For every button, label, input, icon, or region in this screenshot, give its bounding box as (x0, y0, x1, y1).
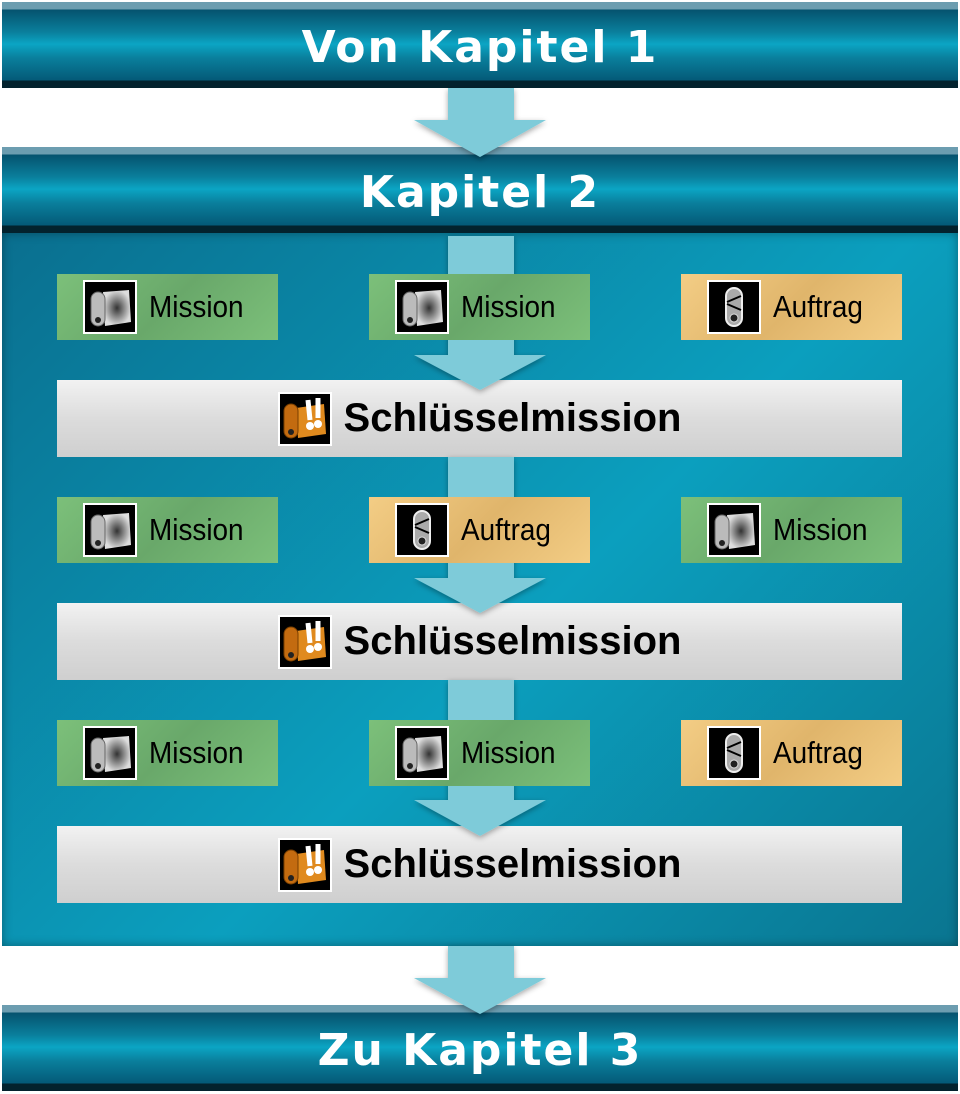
auftrag-box: Auftrag (369, 497, 590, 563)
key-mission-icon (277, 391, 332, 446)
mission-box: Mission (369, 720, 590, 786)
arrow-down (414, 946, 546, 1014)
map-scroll-icon (395, 726, 449, 780)
mission-box: Mission (57, 497, 278, 563)
mission-label: Mission (149, 512, 244, 547)
map-scroll-icon (83, 503, 137, 557)
auftrag-box: Auftrag (681, 274, 902, 340)
safety-pin-icon (707, 726, 761, 780)
mission-label: Mission (149, 735, 244, 770)
arrow-down (414, 88, 546, 157)
auftrag-label: Auftrag (773, 289, 863, 324)
key-mission-label: Schlüsselmission (343, 842, 682, 886)
key-mission-icon (277, 837, 332, 892)
mission-box: Mission (57, 274, 278, 340)
key-mission-icon (277, 614, 332, 669)
key-mission-bar: Schlüsselmission (57, 826, 902, 903)
mission-box: Mission (57, 720, 278, 786)
auftrag-box: Auftrag (681, 720, 902, 786)
key-mission-bar: Schlüsselmission (57, 380, 902, 457)
map-scroll-icon (395, 280, 449, 334)
mission-label: Mission (461, 735, 556, 770)
mission-box: Mission (369, 274, 590, 340)
map-scroll-icon (707, 503, 761, 557)
auftrag-label: Auftrag (773, 735, 863, 770)
mission-label: Mission (461, 289, 556, 324)
key-mission-label: Schlüsselmission (343, 396, 682, 440)
mission-label: Mission (149, 289, 244, 324)
header-title: Zu Kapitel 3 (317, 1024, 643, 1076)
header-title: Von Kapitel 1 (301, 21, 659, 73)
header-chapter-2: Kapitel 2 (2, 147, 958, 233)
auftrag-label: Auftrag (461, 512, 551, 547)
map-scroll-icon (83, 726, 137, 780)
header-from-chapter-1: Von Kapitel 1 (2, 2, 958, 88)
mission-label: Mission (773, 512, 868, 547)
safety-pin-icon (707, 280, 761, 334)
safety-pin-icon (395, 503, 449, 557)
mission-box: Mission (681, 497, 902, 563)
key-mission-label: Schlüsselmission (343, 619, 682, 663)
header-title: Kapitel 2 (359, 166, 601, 218)
key-mission-bar: Schlüsselmission (57, 603, 902, 680)
map-scroll-icon (83, 280, 137, 334)
header-to-chapter-3: Zu Kapitel 3 (2, 1005, 958, 1091)
